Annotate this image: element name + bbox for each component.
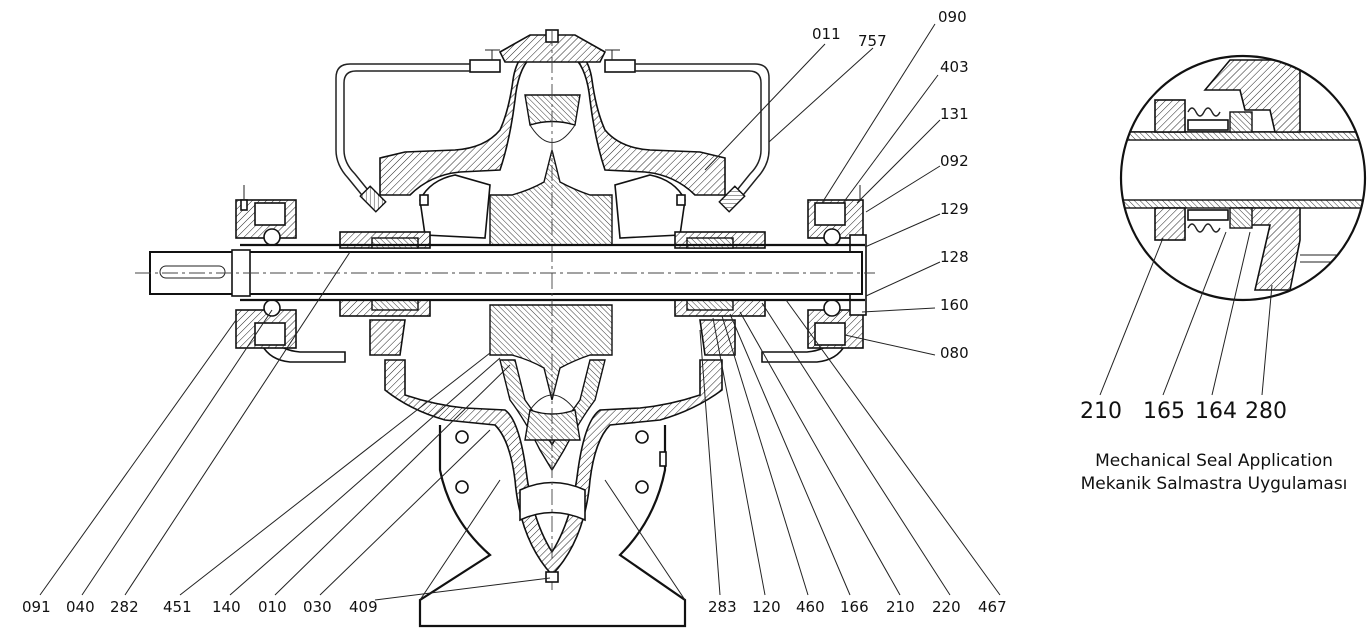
detail-label-210: 210: [1080, 399, 1122, 424]
label-451: 451: [163, 598, 192, 616]
mechanical-seal-detail: 210 165 164 280 Mechanical Seal Applicat…: [1080, 54, 1367, 494]
pump-pedestal: [418, 425, 687, 628]
label-460: 460: [796, 598, 825, 616]
label-467: 467: [978, 598, 1007, 616]
label-283: 283: [708, 598, 737, 616]
leader-lines: [39, 23, 1001, 601]
impeller: [489, 149, 613, 246]
detail-magnifier-circle: [1119, 54, 1367, 302]
label-409: 409: [349, 598, 378, 616]
label-092: 092: [940, 152, 969, 170]
label-140: 140: [212, 598, 241, 616]
label-282: 282: [110, 598, 139, 616]
label-011: 011: [812, 25, 841, 43]
caption-english: Mechanical Seal Application: [1095, 451, 1333, 471]
label-757: 757: [858, 32, 887, 50]
label-010: 010: [258, 598, 287, 616]
label-131: 131: [940, 105, 969, 123]
label-128: 128: [940, 248, 969, 266]
detail-label-280: 280: [1245, 399, 1287, 424]
detail-label-165: 165: [1143, 399, 1185, 424]
label-220: 220: [932, 598, 961, 616]
label-091: 091: [22, 598, 51, 616]
flushing-pipe: [335, 63, 470, 206]
label-030: 030: [303, 598, 332, 616]
pump-main-view: [135, 29, 875, 628]
caption-turkish: Mekanik Salmastra Uygulaması: [1081, 474, 1348, 494]
part-labels: 011 757 090 403 131 092 129 128 160 080 …: [22, 8, 1007, 616]
label-120: 120: [752, 598, 781, 616]
volute-casing: [384, 359, 723, 577]
label-040: 040: [66, 598, 95, 616]
label-166: 166: [840, 598, 869, 616]
label-403: 403: [940, 58, 969, 76]
label-080: 080: [940, 344, 969, 362]
label-160: 160: [940, 296, 969, 314]
label-210: 210: [886, 598, 915, 616]
label-090: 090: [938, 8, 967, 26]
detail-label-164: 164: [1195, 399, 1237, 424]
upper-casing: [379, 37, 726, 196]
label-129: 129: [940, 200, 969, 218]
